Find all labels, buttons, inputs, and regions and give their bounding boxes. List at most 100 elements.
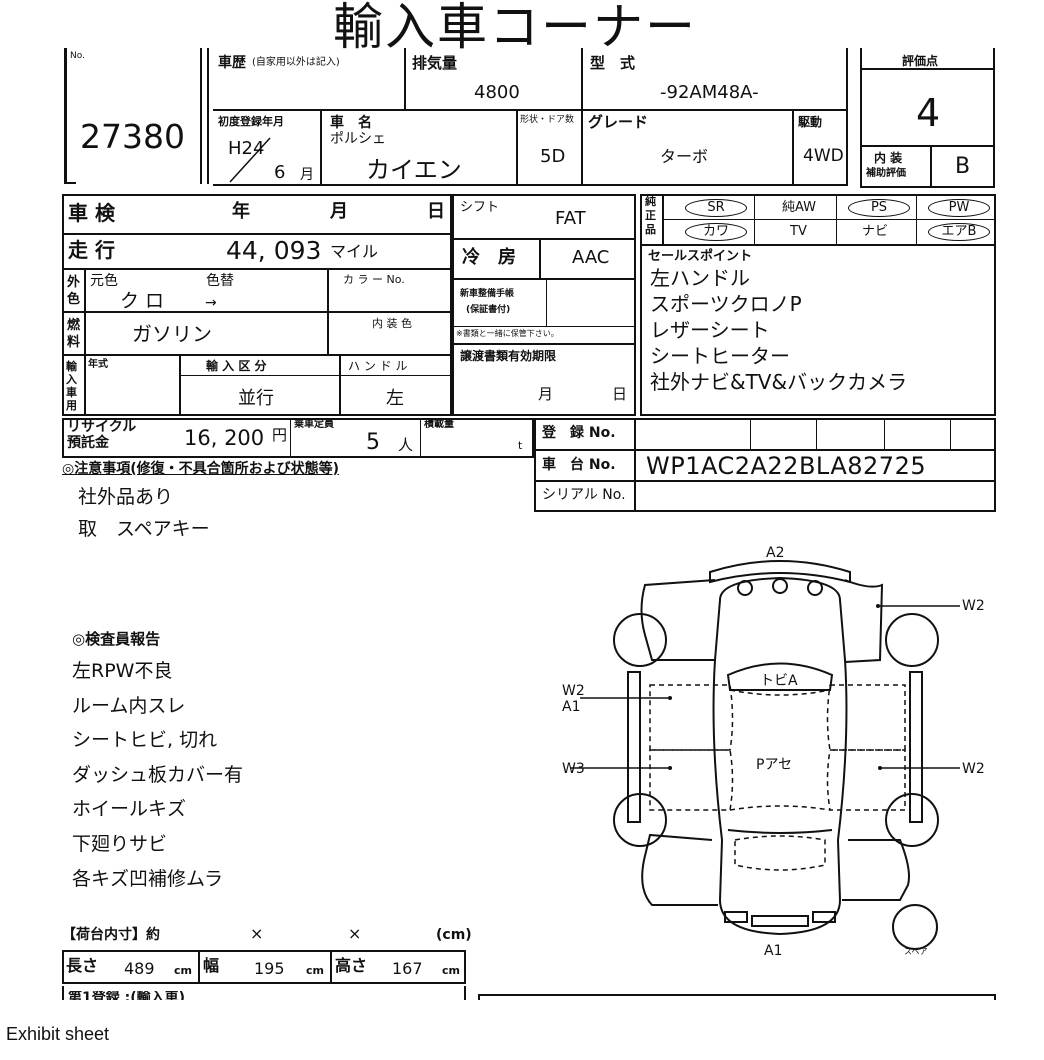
divider (634, 418, 636, 512)
score-box-right (993, 48, 995, 188)
recycle-unit: 円 (272, 426, 288, 444)
color-code-label: カ ラ ー No. (343, 273, 405, 286)
divider (179, 354, 181, 416)
grid-frame (62, 194, 452, 416)
divider (452, 278, 636, 280)
cargo-cm: cm (442, 964, 460, 977)
diagram-a1-left: A1 (562, 699, 581, 715)
color-orig-label: 元色 (90, 273, 118, 289)
sales-point: 社外ナビ&TV&バックカメラ (650, 370, 908, 394)
notes-label: ◎注意事項(修復・不具合箇所および状態等) (62, 461, 340, 477)
equipment-frame (640, 194, 996, 416)
color-side2: 色 (67, 292, 81, 307)
divider (884, 418, 885, 450)
divider (792, 109, 794, 185)
divider (816, 418, 817, 450)
doors-label: 形状・ドア数 (520, 115, 575, 125)
cargo-width-label: 幅 (203, 956, 220, 975)
divider (198, 950, 200, 984)
inspector-line: 各キズ凹補修ムラ (72, 868, 224, 890)
divider (539, 238, 541, 279)
equip-tv: TV (790, 224, 807, 239)
inspection-day: 日 (427, 201, 445, 222)
divider (339, 354, 341, 416)
diagram-w3: W3 (562, 761, 585, 777)
warranty-label2: (保証書付) (466, 305, 511, 315)
divider (662, 219, 996, 220)
diagram-topia: トビA (760, 673, 798, 689)
divider (213, 184, 848, 186)
import-class-value: 並行 (238, 388, 274, 409)
divider (327, 268, 329, 312)
handle-value: 左 (386, 388, 404, 409)
divider (750, 418, 751, 450)
divider (640, 244, 996, 246)
interior-divider (860, 145, 995, 147)
interior-color-label: 内 装 色 (372, 317, 412, 330)
inspector-line: 左RPW不良 (72, 660, 173, 682)
handle-label: ハ ン ド ル (348, 359, 408, 373)
mileage-unit: マイル (330, 242, 379, 261)
sales-point: スポーツクロノP (650, 292, 802, 316)
cargo-cm: cm (174, 964, 192, 977)
ac-label: 冷 房 (462, 247, 516, 268)
divider (478, 994, 996, 996)
equip-sr-oval: SR (685, 199, 747, 217)
transfer-label: 譲渡書類有効期限 (460, 349, 557, 363)
history-label: 車歴 (218, 55, 246, 71)
divider (330, 950, 332, 984)
lot-bracket-foot (64, 182, 76, 184)
color-arrow: → (205, 295, 217, 311)
sheet-title: 輸入車コーナー (333, 0, 697, 56)
divider (320, 109, 322, 185)
divider (836, 194, 837, 245)
cargo-height: 167 (392, 959, 423, 978)
first-reg-era: H24 (228, 138, 265, 159)
capacity-label: 乗車定員 (294, 419, 334, 430)
cargo-width: 195 (254, 959, 285, 978)
divider (846, 48, 848, 110)
equip-leather-oval: カワ (685, 223, 747, 241)
divider (420, 418, 421, 458)
diagram-spare: スペア (904, 947, 928, 956)
diagram-w2-right2: W2 (962, 761, 985, 777)
sales-point: レザーシート (650, 318, 770, 342)
equip-label3: 品 (645, 223, 656, 236)
lot-number: 27380 (80, 117, 185, 156)
divider (62, 233, 452, 235)
fuel-value: ガソリン (132, 322, 212, 346)
divider (916, 194, 917, 245)
diagram-w2-left: W2 (562, 683, 585, 699)
car-name: カイエン (366, 156, 462, 184)
divider (581, 48, 583, 184)
load-label: 積載量 (424, 419, 454, 430)
cargo-height-label: 高さ (335, 956, 368, 975)
import-side: 輸入車用 (66, 360, 77, 412)
shift-label: シフト (460, 200, 500, 215)
cargo-x1: × (250, 924, 264, 943)
divider (464, 986, 466, 1000)
model-type-label: 型 式 (590, 54, 636, 72)
notes-line: 社外品あり (78, 486, 174, 508)
owner-cut-clip: 第1登録 :(輸入車) (64, 991, 464, 1000)
divider (994, 994, 996, 1000)
divider (207, 48, 209, 184)
history-note: (自家用以外は記入) (252, 57, 340, 68)
diagram-a2: A2 (766, 545, 785, 561)
sales-points-label: セールスポイント (648, 249, 753, 264)
doors-value: 5D (540, 146, 566, 167)
warranty-label1: 新車整備手帳 (460, 289, 515, 299)
serial-label: シリアル No. (542, 487, 626, 503)
cargo-frame (62, 950, 466, 984)
divider (754, 194, 755, 245)
recycle-label1: リサイクル (67, 419, 137, 435)
score-box-bottom (860, 186, 995, 188)
color-value: クロ (120, 290, 171, 312)
divider (179, 375, 452, 376)
notes-line: 取 スペアキー (78, 518, 210, 540)
recycle-frame (62, 418, 534, 458)
import-class-label: 輸 入 区 分 (206, 359, 267, 373)
score-box-left (860, 48, 862, 188)
interior-divider (930, 145, 932, 187)
transfer-day: 日 (612, 385, 628, 403)
